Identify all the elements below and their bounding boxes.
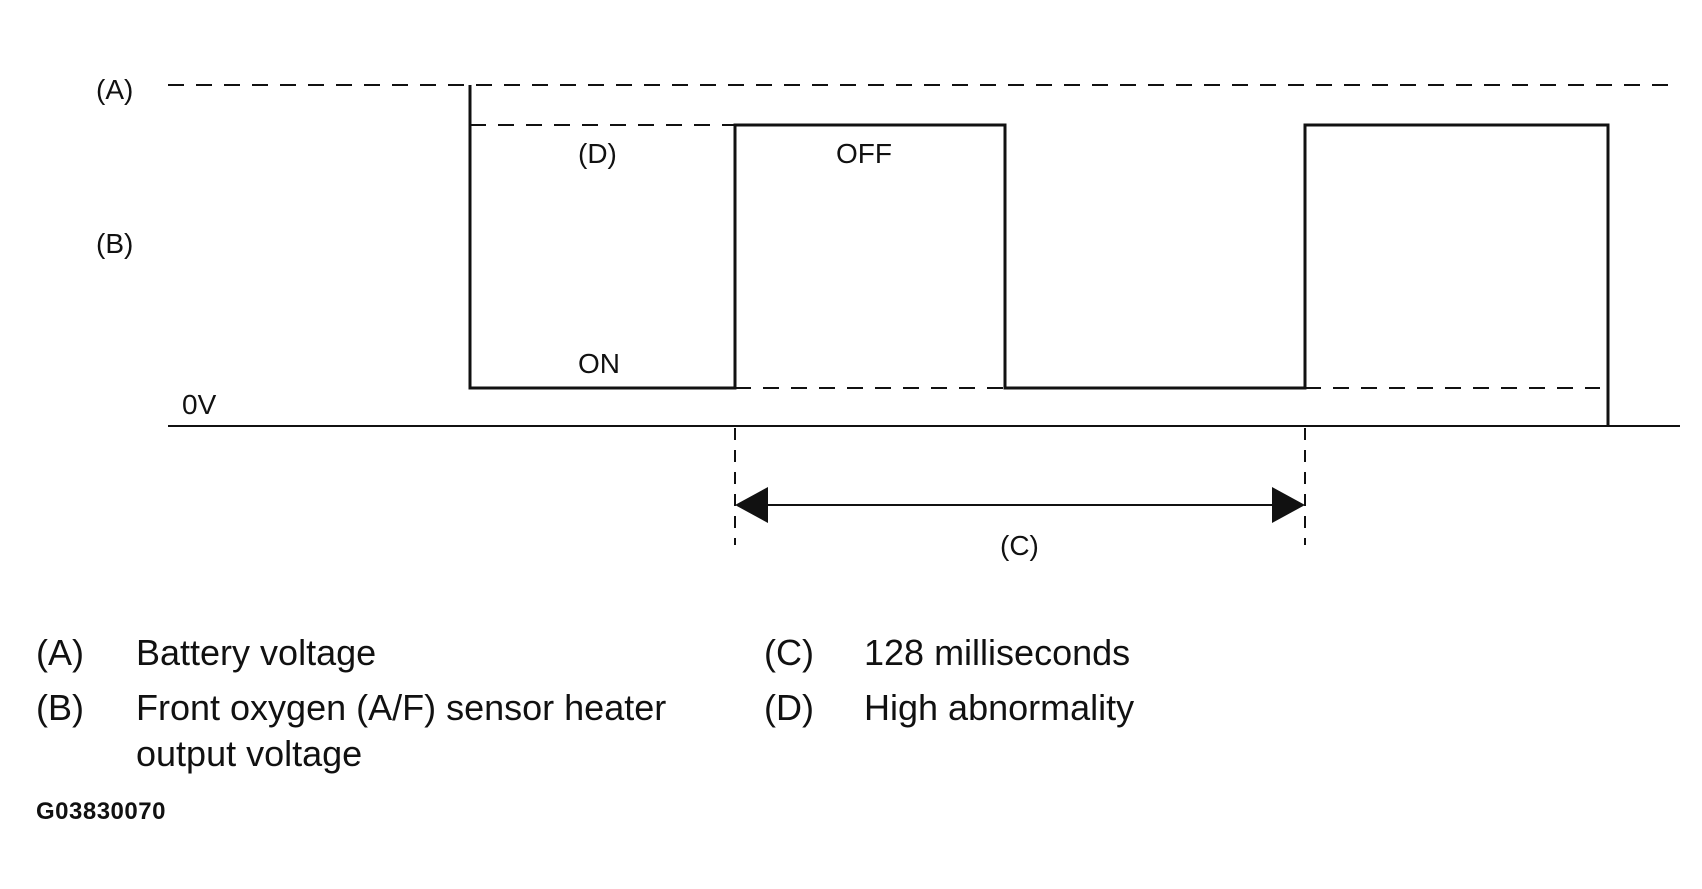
label-c: (C) <box>1000 530 1039 561</box>
label-a: (A) <box>96 74 133 105</box>
legend-key-a: (A) <box>36 632 84 673</box>
legend-text-c: 128 milliseconds <box>864 632 1131 673</box>
period-arrow-left-head <box>735 487 768 523</box>
label-on: ON <box>578 348 620 379</box>
label-zero-volt: 0V <box>182 389 217 420</box>
label-b: (B) <box>96 228 133 259</box>
label-d: (D) <box>578 138 617 169</box>
label-off: OFF <box>836 138 892 169</box>
legend-key-b: (B) <box>36 687 84 728</box>
period-arrow-right-head <box>1272 487 1305 523</box>
heater-voltage-waveform-diagram: (A) (B) (D) OFF ON 0V (C) <box>96 74 1680 561</box>
heater-output-waveform <box>468 85 1610 426</box>
figure-id: G03830070 <box>36 798 166 825</box>
legend-text-d: High abnormality <box>864 687 1135 728</box>
legend-text-a: Battery voltage <box>136 632 377 673</box>
legend-key-d: (D) <box>764 687 814 728</box>
legend-text-b: Front oxygen (A/F) sensor heater output … <box>136 687 667 774</box>
legend-key-c: (C) <box>764 632 814 673</box>
